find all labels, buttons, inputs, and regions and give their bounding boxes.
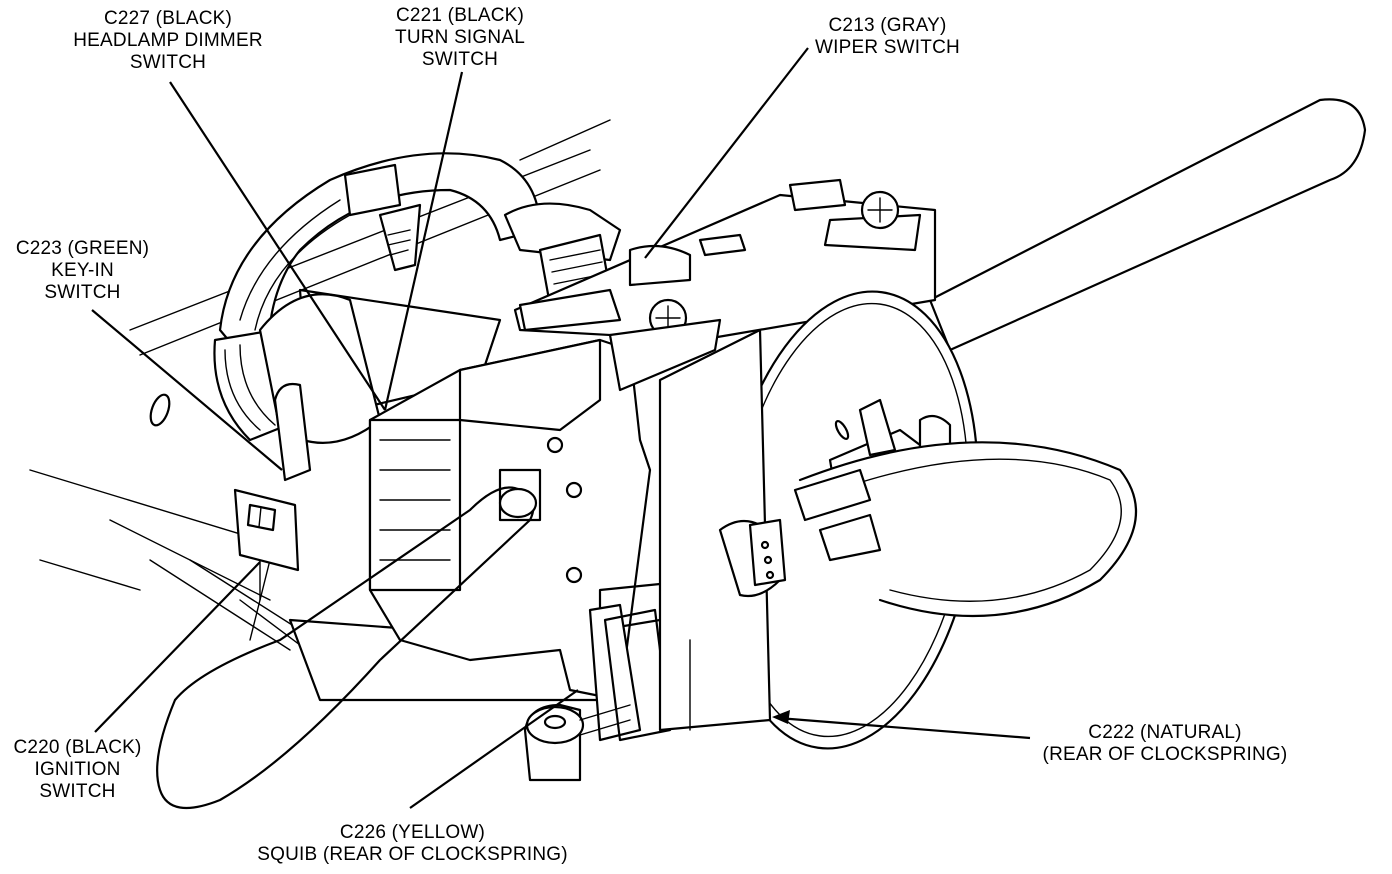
leader-c223 — [91, 309, 283, 471]
callout-c226: C226 (YELLOW)SQUIB (REAR OF CLOCKSPRING) — [257, 822, 568, 865]
leader-c221 — [383, 71, 464, 411]
wiper-lever — [928, 98, 1367, 352]
leader-c226 — [409, 689, 579, 809]
leader-c213 — [644, 47, 809, 259]
switch-body — [368, 338, 702, 742]
callout-c222: C222 (NATURAL)(REAR OF CLOCKSPRING) — [1042, 722, 1288, 765]
leader-c222 — [777, 716, 1031, 740]
clockspring-hub — [718, 398, 1138, 618]
turn-signal-lever — [156, 486, 538, 810]
leader-c227 — [169, 81, 386, 411]
leader-lines — [91, 47, 1031, 809]
wire-harness — [213, 152, 622, 442]
ignition-connector — [233, 382, 312, 572]
arrowhead-c222 — [772, 710, 790, 724]
callout-c213: C213 (GRAY)WIPER SWITCH — [815, 15, 960, 58]
leader-c220 — [94, 561, 261, 733]
